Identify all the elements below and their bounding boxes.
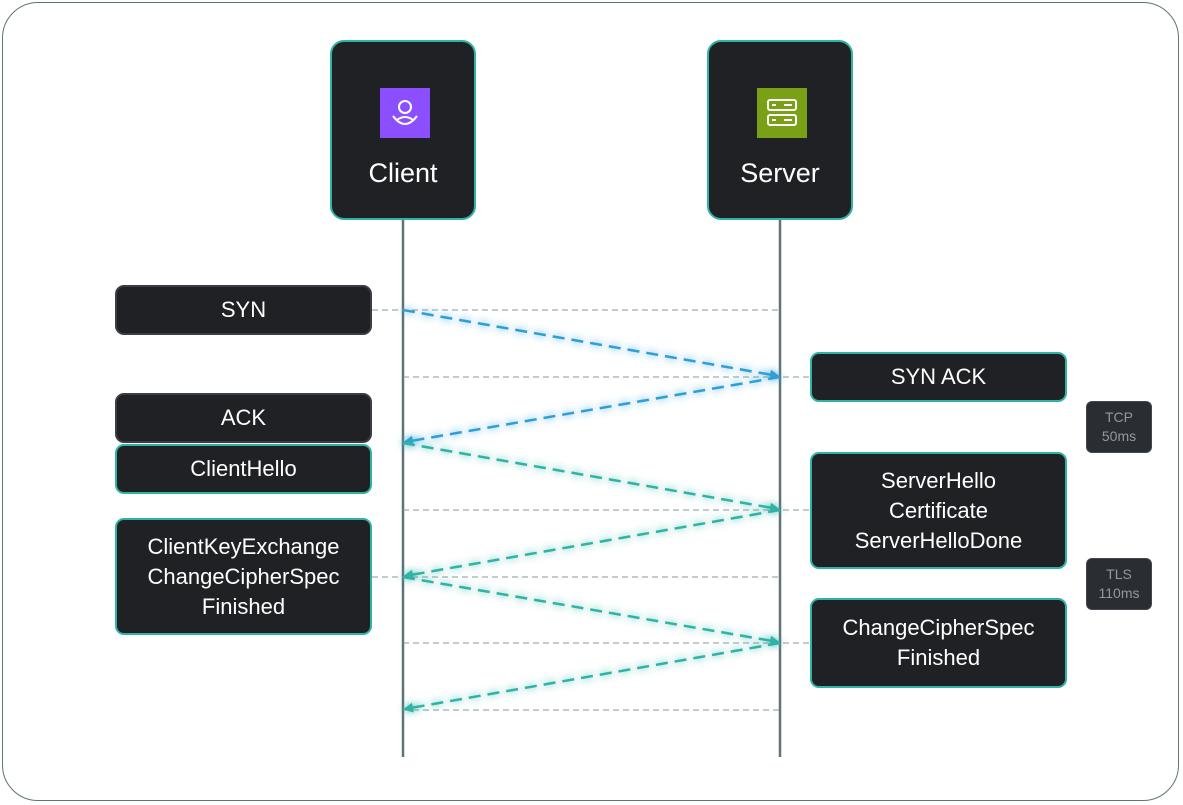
server-actor: Server [707,40,853,220]
client-actor: Client [330,40,476,220]
server-label: Server [740,158,820,188]
msg-client-hello: ClientHello [115,444,372,494]
arrow-syn [402,308,780,380]
arrow-synack [403,375,781,446]
arrow-serverhello [403,508,781,580]
msg-syn: SYN [115,285,372,335]
msg-syn-ack: SYN ACK [810,352,1067,402]
msg-server-finished: ChangeCipherSpec Finished [810,598,1067,688]
msg-server-hello: ServerHello Certificate ServerHelloDone [810,452,1067,569]
tls-badge: TLS 110ms [1086,558,1152,610]
arrow-server-finished [403,641,781,713]
msg-ack: ACK [115,393,372,443]
tcp-badge: TCP 50ms [1086,401,1152,453]
client-label: Client [368,158,438,188]
msg-client-key-exchange: ClientKeyExchange ChangeCipherSpec Finis… [115,518,372,635]
arrow-clientkey [402,575,780,646]
user-icon [380,88,430,138]
arrow-clienthello [402,441,780,513]
server-icon [757,88,807,138]
